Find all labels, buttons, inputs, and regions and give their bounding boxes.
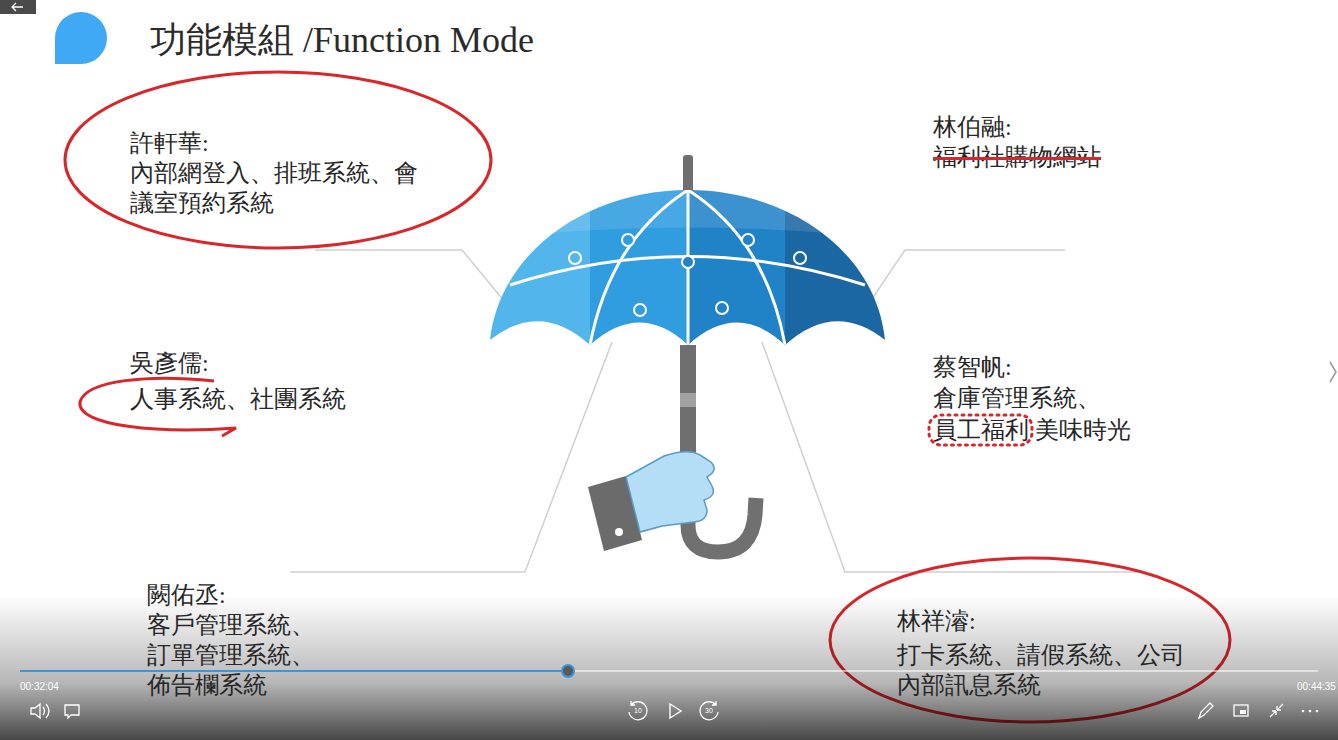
red-circle <box>65 72 491 248</box>
cuff-button <box>615 528 623 536</box>
progress-knob <box>562 665 574 677</box>
control-shade <box>0 595 1338 740</box>
puzzle-knob <box>716 302 728 314</box>
pen-icon <box>1199 703 1213 718</box>
system-list: 福利社購物網站 <box>933 142 1101 172</box>
hand <box>626 452 714 532</box>
slide-title: 功能模組 /Function Mode <box>150 18 534 62</box>
person-name: 林祥濬: <box>897 606 976 636</box>
canopy-piece <box>785 180 895 350</box>
window-icon-inner <box>1240 710 1246 714</box>
progress-track <box>20 670 1318 672</box>
timestamp: 00:44:35 <box>1297 681 1336 693</box>
leader-line <box>290 342 612 572</box>
back-button <box>0 0 36 14</box>
system-list: 打卡系統、請假系統、公司 內部訊息系統 <box>897 640 1197 700</box>
system-list: 倉庫管理系統、 員工福利 美味時光 <box>933 382 1149 446</box>
person-name: 許軒華: <box>130 128 209 158</box>
person-name: 蔡智帆: <box>933 352 1012 382</box>
system-list: 人事系統、社團系統 <box>130 384 346 414</box>
logo-bubble <box>55 12 107 64</box>
shaft-joint <box>680 393 696 407</box>
leader-line <box>315 250 505 302</box>
puzzle-knob <box>569 252 581 264</box>
logo-bubble-corner <box>55 38 81 64</box>
collapse-icon <box>1270 704 1283 717</box>
next-chevron <box>1330 362 1336 382</box>
volume-icon <box>31 704 49 718</box>
puzzle-knob <box>634 304 646 316</box>
forward-icon <box>700 701 718 720</box>
rewind-icon <box>629 701 647 720</box>
more-dot <box>1316 710 1319 713</box>
canopy-piece <box>480 180 590 350</box>
system-list: 客戶管理系統、 訂單管理系統、 佈告欄系統 <box>147 610 327 700</box>
skip-seconds: 10 <box>634 707 642 715</box>
umbrella-tip <box>683 155 693 193</box>
back-arrow <box>12 3 23 11</box>
person-name: 闕佑丞: <box>147 580 226 610</box>
window-icon <box>1234 705 1248 716</box>
umbrella-canopy <box>480 180 900 350</box>
canopy-shade <box>480 180 900 240</box>
puzzle-knob <box>742 234 754 246</box>
leader-line <box>870 250 1065 302</box>
puzzle-knob <box>622 234 634 246</box>
progress-fill <box>20 670 568 672</box>
captions-icon <box>65 705 79 718</box>
more-dot <box>1309 710 1312 713</box>
person-name: 吳彥儒: <box>130 348 209 378</box>
puzzle-knob <box>682 256 694 268</box>
leader-line <box>762 342 1140 572</box>
puzzle-knob <box>794 252 806 264</box>
more-dot <box>1302 710 1305 713</box>
system-list: 內部網登入、排班系統、會 議室預約系統 <box>130 158 430 218</box>
timestamp: 00:32:04 <box>20 681 59 693</box>
person-name: 林伯融: <box>933 112 1012 142</box>
skip-seconds: 30 <box>705 707 713 715</box>
play-icon <box>670 704 681 718</box>
canopy-rib <box>590 190 785 345</box>
